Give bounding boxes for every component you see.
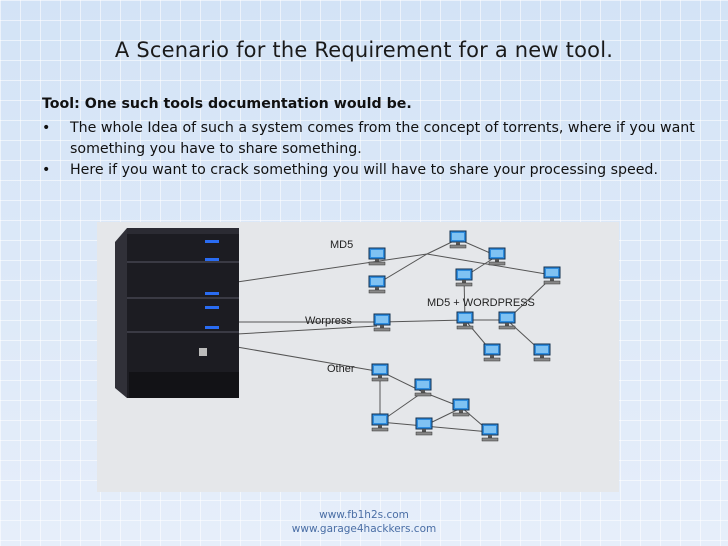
bullet-text: Here if you want to crack something you … [70, 162, 658, 178]
label-md5-wordpress: MD5 + WORDPRESS [427, 297, 535, 309]
bullet-item: • The whole Idea of such a system comes … [42, 118, 712, 160]
pc-icon [372, 414, 388, 431]
bullet-symbol: • [42, 118, 50, 139]
label-other: Other [327, 363, 355, 375]
footer: www.fb1h2s.com www.garage4hackkers.com [0, 508, 728, 536]
pc-icon [369, 276, 385, 293]
bullet-symbol: • [42, 160, 50, 181]
pc-icon [416, 418, 432, 435]
pc-icon [457, 312, 473, 329]
label-md5: MD5 [330, 239, 353, 251]
pc-icon [534, 344, 550, 361]
network-diagram: MD5 MD5 + WORDPRESS Worpress Other [97, 222, 619, 492]
pc-icon [372, 364, 388, 381]
slide-content: Tool: One such tools documentation would… [42, 94, 712, 181]
diagram-canvas: MD5 MD5 + WORDPRESS Worpress Other [97, 222, 619, 492]
pc-icon [544, 267, 560, 284]
server-tower-icon [115, 228, 239, 398]
slide-title: A Scenario for the Requirement for a new… [0, 38, 728, 62]
pc-icon [453, 399, 469, 416]
pc-icon [369, 248, 385, 265]
label-worpress: Worpress [305, 315, 352, 327]
pc-icon [450, 231, 466, 248]
footer-link-fb1h2s[interactable]: www.fb1h2s.com [0, 508, 728, 522]
pc-icon [482, 424, 498, 441]
pc-icon [374, 314, 390, 331]
pc-icon [499, 312, 515, 329]
pc-icon [489, 248, 505, 265]
bullet-item: • Here if you want to crack something yo… [42, 160, 712, 181]
tool-intro: Tool: One such tools documentation would… [42, 94, 712, 115]
footer-link-garage4hackkers[interactable]: www.garage4hackkers.com [0, 522, 728, 536]
pc-icon [415, 379, 431, 396]
connection-lines [237, 239, 552, 432]
pc-icon [484, 344, 500, 361]
pc-icon [456, 269, 472, 286]
bullet-text: The whole Idea of such a system comes fr… [70, 120, 695, 157]
